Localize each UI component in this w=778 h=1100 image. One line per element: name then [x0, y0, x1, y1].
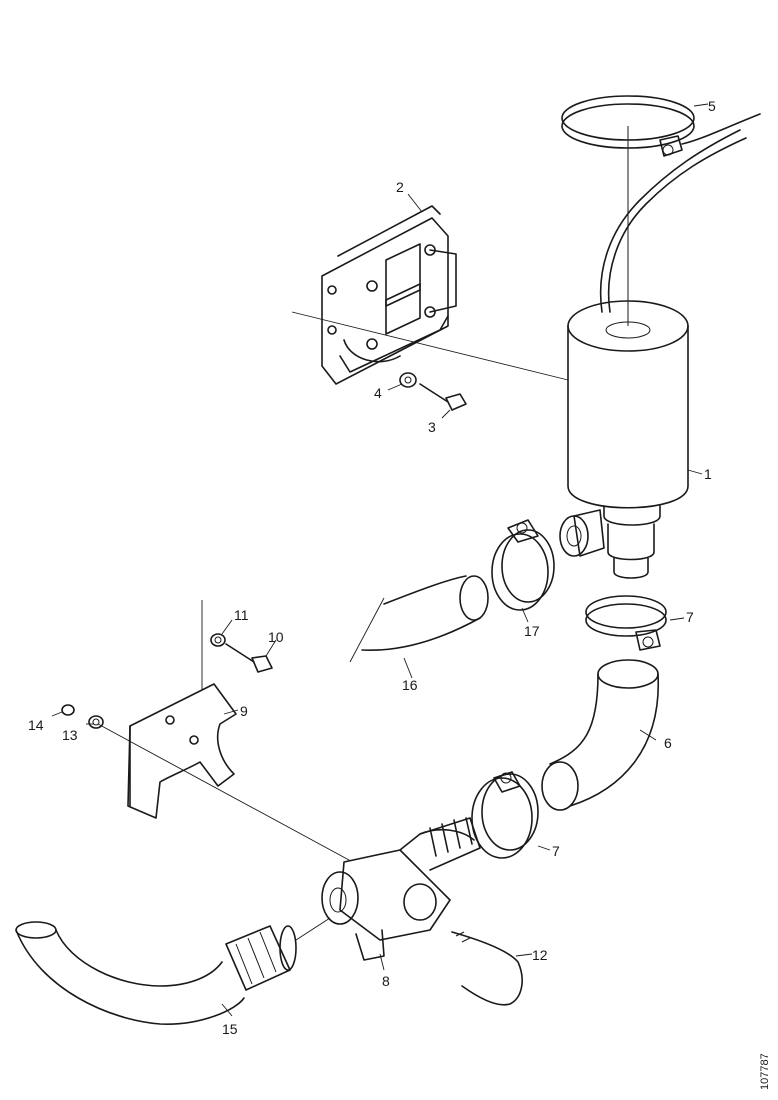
callout-16: 16 — [402, 677, 418, 693]
part-16-hose — [349, 575, 489, 663]
leader-lines — [51, 103, 709, 1017]
callout-12: 12 — [532, 947, 548, 963]
part-13-washer — [88, 715, 104, 729]
callout-4: 4 — [374, 385, 382, 401]
part-12-spring-clip — [451, 931, 523, 1006]
callout-5: 5 — [708, 98, 716, 114]
callout-3: 3 — [428, 419, 436, 435]
part-9-bracket — [127, 600, 237, 819]
part-14-nut — [61, 704, 75, 716]
part-7-clamp-lower — [471, 771, 539, 859]
callout-15: 15 — [222, 1021, 238, 1037]
part-8-valve — [321, 817, 481, 961]
part-11-nut — [210, 633, 226, 647]
callout-9: 9 — [240, 703, 248, 719]
part-1-canister — [559, 126, 747, 579]
callout-14: 14 — [28, 717, 44, 733]
callout-10: 10 — [268, 629, 284, 645]
callout-1: 1 — [704, 466, 712, 482]
part-2-bracket — [291, 205, 569, 385]
callout-2: 2 — [396, 179, 404, 195]
part-17-clamp — [491, 519, 555, 611]
callout-11: 11 — [234, 607, 249, 623]
part-10-bolt — [225, 643, 273, 673]
callout-17: 17 — [524, 623, 540, 639]
callout-8: 8 — [382, 973, 390, 989]
document-id: 107787 — [759, 1053, 771, 1090]
part-5-clamp-band — [561, 95, 761, 157]
part-6-elbow-hose — [541, 659, 659, 811]
callout-6: 6 — [664, 735, 672, 751]
part-4-washer — [399, 372, 417, 388]
callout-13: 13 — [62, 727, 78, 743]
callout-7-lower: 7 — [552, 843, 560, 859]
part-3-bolt — [419, 383, 467, 411]
part-15-hose — [15, 917, 331, 1025]
callout-7-upper: 7 — [686, 609, 694, 625]
part-7-clamp-upper — [585, 595, 667, 651]
